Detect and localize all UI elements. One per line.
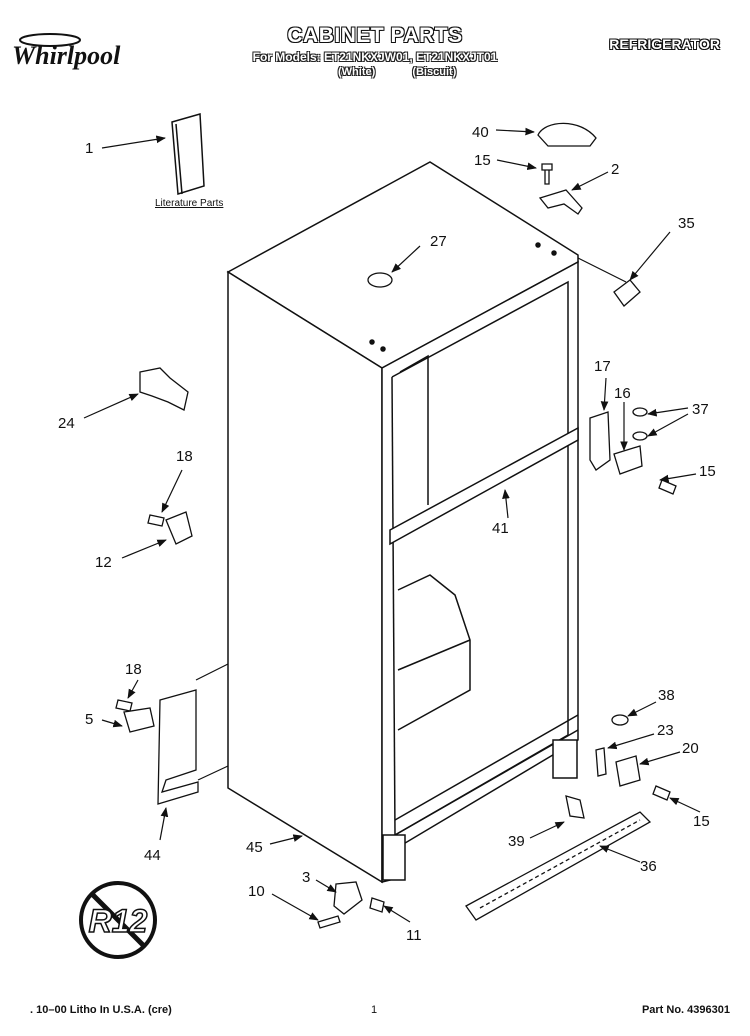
cabinet-body <box>226 161 579 884</box>
callout-16: 16 <box>614 385 631 402</box>
top-hinge-cover-part <box>537 122 597 147</box>
callout-10: 10 <box>248 883 265 900</box>
spacer-part <box>611 714 629 726</box>
callout-5: 5 <box>85 711 93 728</box>
top-hinge-part <box>538 189 583 215</box>
callout-27: 27 <box>430 233 447 250</box>
hinge-bracket-part <box>165 511 193 545</box>
callout-17: 17 <box>594 358 611 375</box>
r12-prohibited-icon: R12 <box>79 881 157 959</box>
washer-part <box>632 431 648 441</box>
svg-text:R12: R12 <box>89 903 148 939</box>
screw-part <box>369 897 385 913</box>
variant-white: (White) <box>338 66 376 78</box>
stop-part <box>613 445 643 475</box>
callout-23: 23 <box>657 722 674 739</box>
footer-litho: . 10–00 Litho In U.S.A. (cre) <box>30 1004 172 1016</box>
callout-11: 11 <box>406 927 422 944</box>
screw-part <box>147 514 165 527</box>
variant-biscuit: (Biscuit) <box>412 66 457 78</box>
model-variants: (White) (Biscuit) <box>338 66 456 78</box>
whirlpool-logo: Whirlpool <box>12 33 121 70</box>
screw-part <box>658 479 677 495</box>
callout-36: 36 <box>640 858 657 875</box>
literature-booklet <box>171 113 205 195</box>
callout-44: 44 <box>144 847 161 864</box>
callout-39: 39 <box>508 833 525 850</box>
leader-lines <box>83 127 701 923</box>
callout-40: 40 <box>472 124 489 141</box>
hinge-part <box>123 707 155 733</box>
callout-38: 38 <box>658 687 675 704</box>
callout-35: 35 <box>678 215 695 232</box>
callout-41: 41 <box>492 520 509 537</box>
screw-part <box>317 915 341 929</box>
literature-caption: Literature Parts <box>155 198 223 209</box>
screw-part <box>652 785 671 801</box>
callout-2: 2 <box>611 161 619 178</box>
svg-text:Whirlpool: Whirlpool <box>12 41 121 70</box>
top-plug-part <box>367 272 393 288</box>
callout-15: 15 <box>699 463 716 480</box>
hinge-clip-part <box>613 279 641 307</box>
callout-37: 37 <box>692 401 709 418</box>
handle-bracket-part <box>139 367 189 411</box>
callout-24: 24 <box>58 415 75 432</box>
callout-18: 18 <box>125 661 142 678</box>
washer-part <box>632 407 648 417</box>
callout-3: 3 <box>302 869 310 886</box>
bottom-bracket-part <box>589 411 611 471</box>
grille-clip-part <box>565 795 585 819</box>
screw-part <box>115 699 133 712</box>
callout-15: 15 <box>474 152 491 169</box>
page-number: 1 <box>371 1004 378 1016</box>
callout-1: 1 <box>85 140 93 157</box>
leveler-part <box>333 881 363 915</box>
bottom-hinge-part <box>615 755 641 787</box>
mounting-plate-part <box>157 689 199 805</box>
toe-grille-part <box>465 811 652 921</box>
screw-part <box>541 163 553 185</box>
category-label: REFRIGERATOR <box>609 36 720 52</box>
part-number: Part No. 4396301 <box>641 1004 730 1016</box>
page-title: CABINET PARTS <box>287 24 463 47</box>
callout-20: 20 <box>682 740 699 757</box>
callout-18: 18 <box>176 448 193 465</box>
callout-12: 12 <box>95 554 112 571</box>
callout-45: 45 <box>246 839 263 856</box>
models-line: For Models: ET21NKXJW01, ET21NKXJT01 <box>252 50 498 64</box>
callout-15: 15 <box>693 813 710 830</box>
shim-part <box>595 747 607 777</box>
